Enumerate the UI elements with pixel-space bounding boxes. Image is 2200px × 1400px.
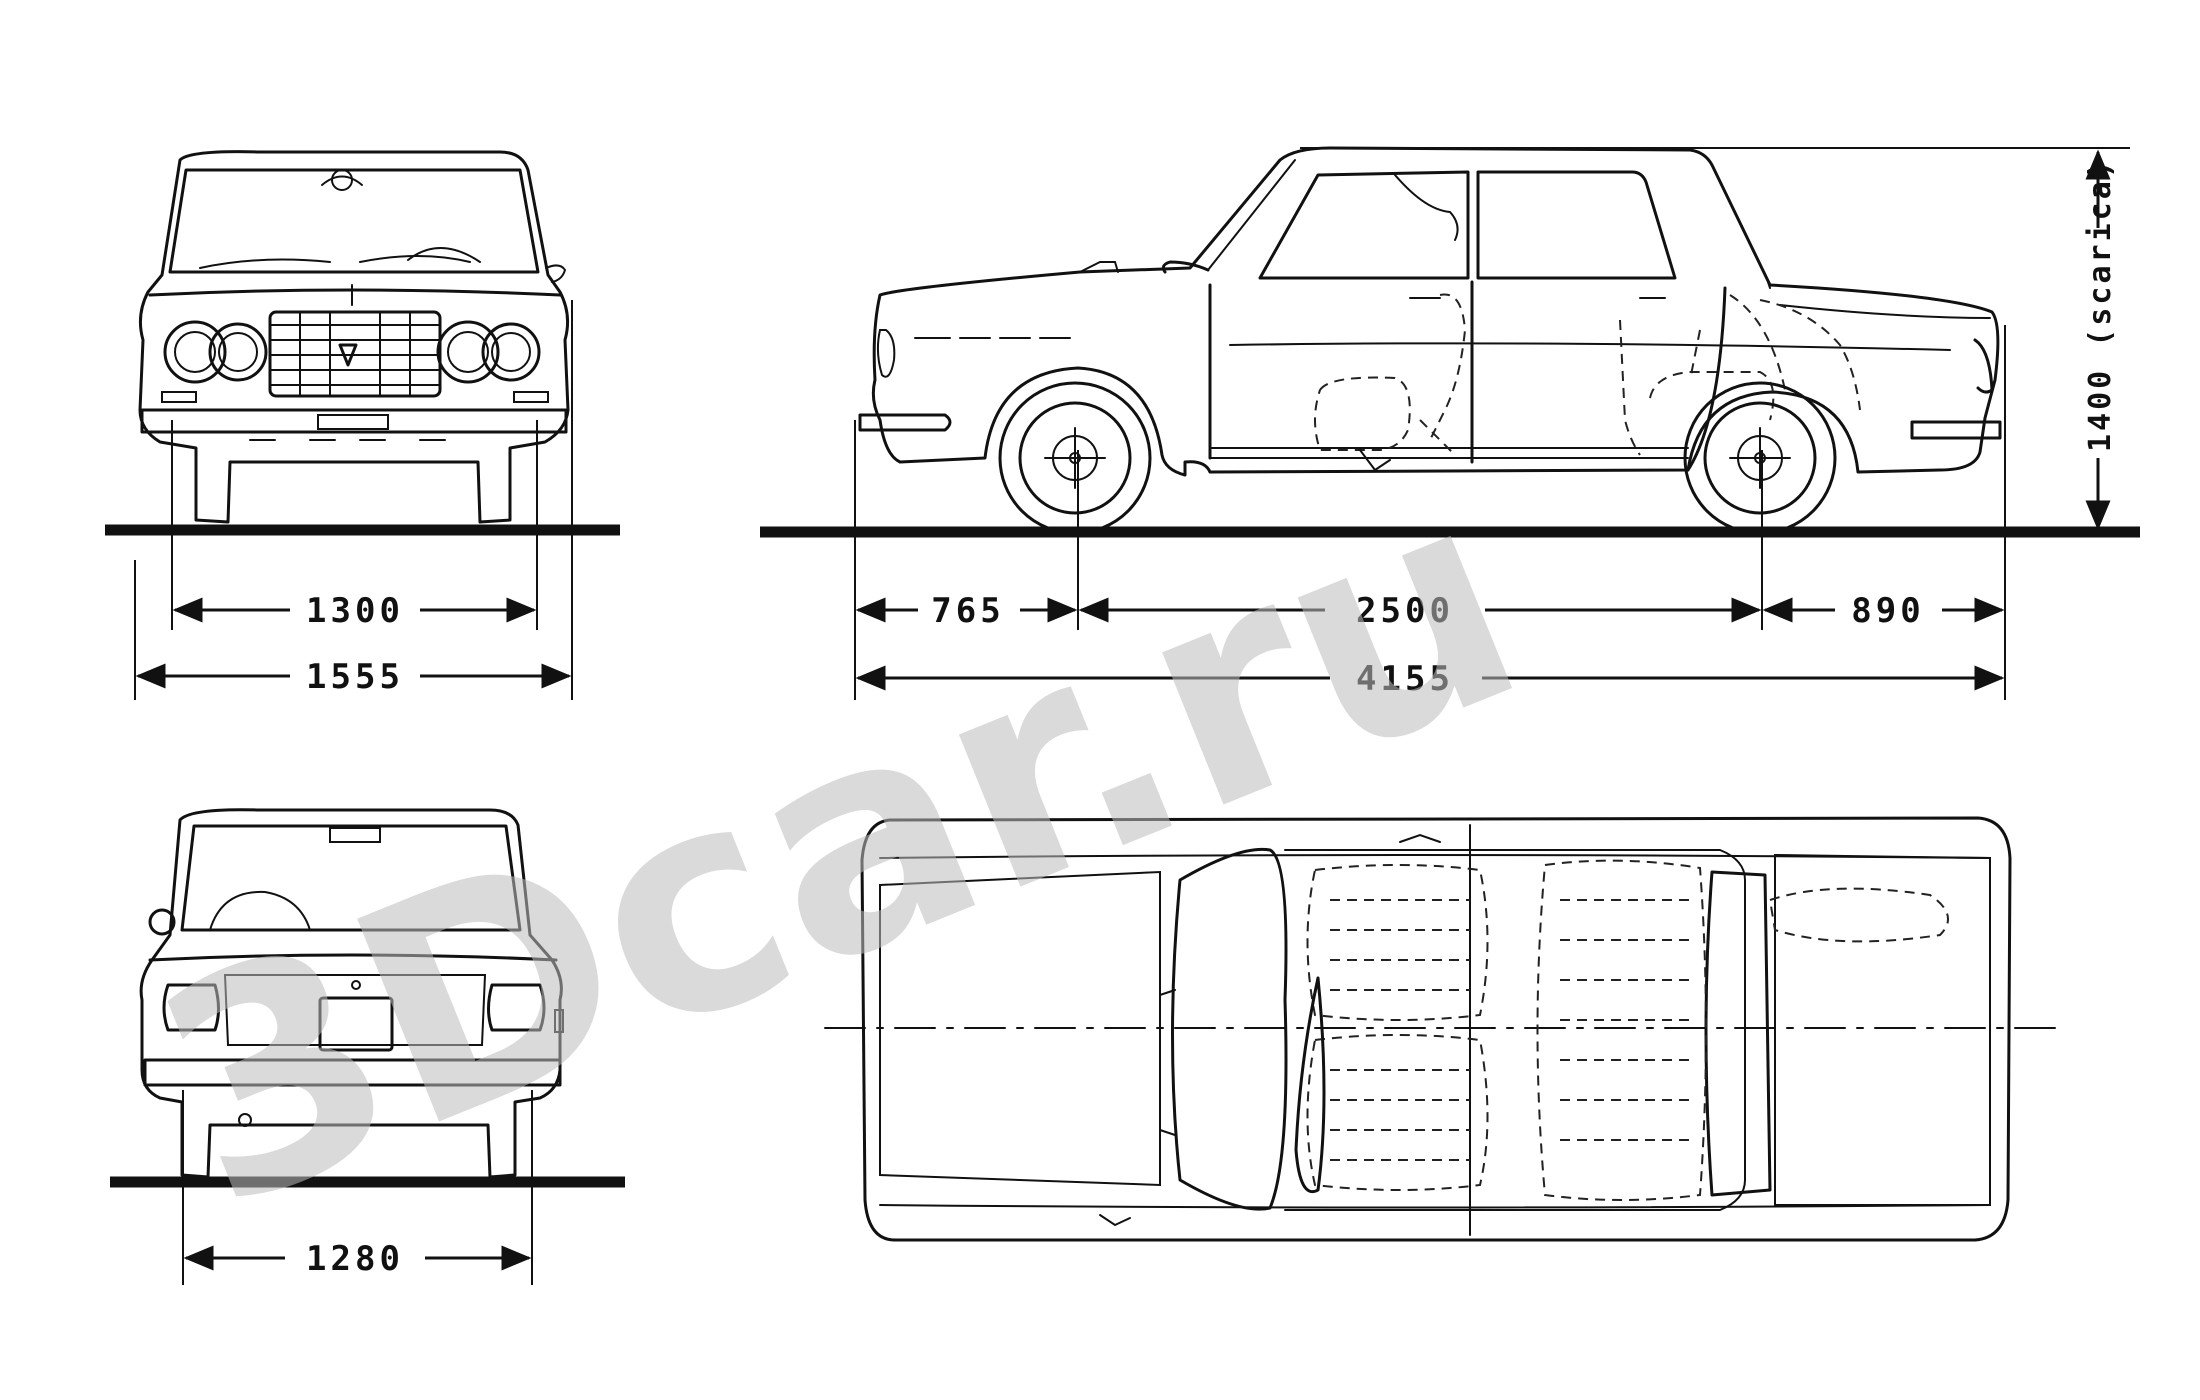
watermark-text: 3Dcar.ru <box>116 421 1562 1276</box>
rear-overhang-label: 890 <box>1851 591 1924 631</box>
height-label: 1400 (scarica) <box>2083 157 2118 452</box>
watermark: 3Dcar.ru <box>116 421 1562 1276</box>
front-overhang-label: 765 <box>931 591 1004 631</box>
top-view <box>824 816 2061 1242</box>
overall-length-label: 4155 <box>1356 659 1454 699</box>
overall-width-label: 1555 <box>306 657 404 697</box>
front-track-label: 1300 <box>306 591 404 631</box>
wheelbase-label: 2500 <box>1356 591 1454 631</box>
rear-track-label: 1280 <box>306 1239 404 1279</box>
front-view <box>138 150 570 524</box>
rear-view <box>139 808 564 1179</box>
side-view <box>858 146 2002 535</box>
